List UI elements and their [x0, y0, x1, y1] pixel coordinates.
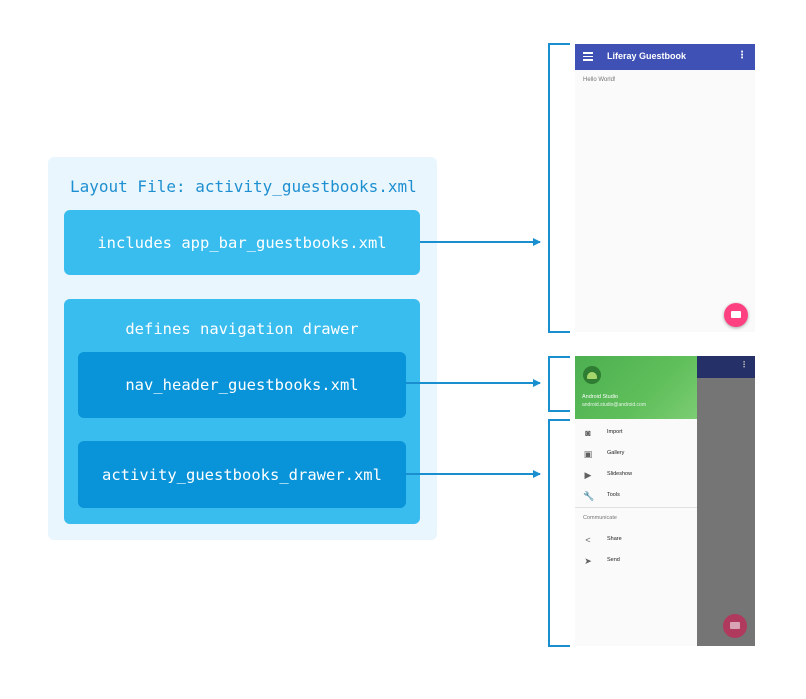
send-icon: ➤ — [584, 556, 592, 566]
drawer-item-label: Slideshow — [607, 471, 633, 477]
app-screen-bracket — [548, 43, 570, 333]
drawer-item-label: Import — [607, 429, 623, 435]
drawer-item-slideshow[interactable]: ▶ Slideshow — [575, 468, 697, 484]
slideshow-icon: ▶ — [584, 470, 592, 480]
app-bar-include-box: includes app_bar_guestbooks.xml — [64, 210, 420, 275]
wrench-icon: 🔧 — [583, 491, 595, 501]
mail-icon — [730, 622, 740, 629]
navigation-drawer-label: defines navigation drawer — [125, 320, 359, 338]
drawer-header: Android Studio android.studio@android.co… — [575, 356, 697, 419]
nav-header-bracket — [548, 356, 570, 412]
drawer-item-tools[interactable]: 🔧 Tools — [575, 489, 697, 505]
app-bar-title: Liferay Guestbook — [607, 51, 687, 61]
drawer-menu-box: activity_guestbooks_drawer.xml — [78, 441, 406, 508]
mail-icon — [731, 311, 741, 318]
share-icon: < — [585, 535, 591, 545]
hamburger-icon[interactable] — [583, 52, 593, 61]
drawer-user-name: Android Studio — [582, 394, 619, 400]
app-bar-screenshot: Liferay Guestbook ⋮ Hello World! — [575, 44, 755, 332]
drawer-item-label: Share — [607, 536, 622, 542]
overflow-icon: ⋮ — [740, 360, 748, 369]
navigation-drawer: Android Studio android.studio@android.co… — [575, 356, 697, 646]
drawer-menu-bracket — [548, 419, 570, 647]
camera-icon: ◙ — [585, 428, 591, 438]
hello-text: Hello World! — [583, 77, 616, 83]
android-icon — [583, 366, 601, 384]
gallery-icon: ▣ — [583, 449, 593, 459]
drawer-item-send[interactable]: ➤ Send — [575, 554, 697, 570]
menu-divider — [575, 507, 697, 508]
drawer-item-label: Send — [607, 557, 620, 563]
drawer-item-import[interactable]: ◙ Import — [575, 426, 697, 442]
nav-header-box: nav_header_guestbooks.xml — [78, 352, 406, 418]
drawer-item-label: Gallery — [607, 450, 625, 456]
navigation-drawer-screenshot: ⋮ Android Studio android.studio@android.… — [575, 356, 755, 646]
drawer-user-email: android.studio@android.com — [582, 402, 647, 408]
drawer-item-gallery[interactable]: ▣ Gallery — [575, 447, 697, 463]
layout-file-title: Layout File: activity_guestbooks.xml — [70, 177, 417, 196]
drawer-item-label: Tools — [607, 492, 620, 498]
mail-fab-button[interactable] — [724, 303, 748, 327]
app-bar: Liferay Guestbook ⋮ — [575, 44, 755, 70]
drawer-item-share[interactable]: < Share — [575, 533, 697, 549]
dimmed-mail-fab — [723, 614, 747, 638]
drawer-section-label: Communicate — [583, 515, 617, 521]
overflow-icon[interactable]: ⋮ — [737, 50, 747, 61]
